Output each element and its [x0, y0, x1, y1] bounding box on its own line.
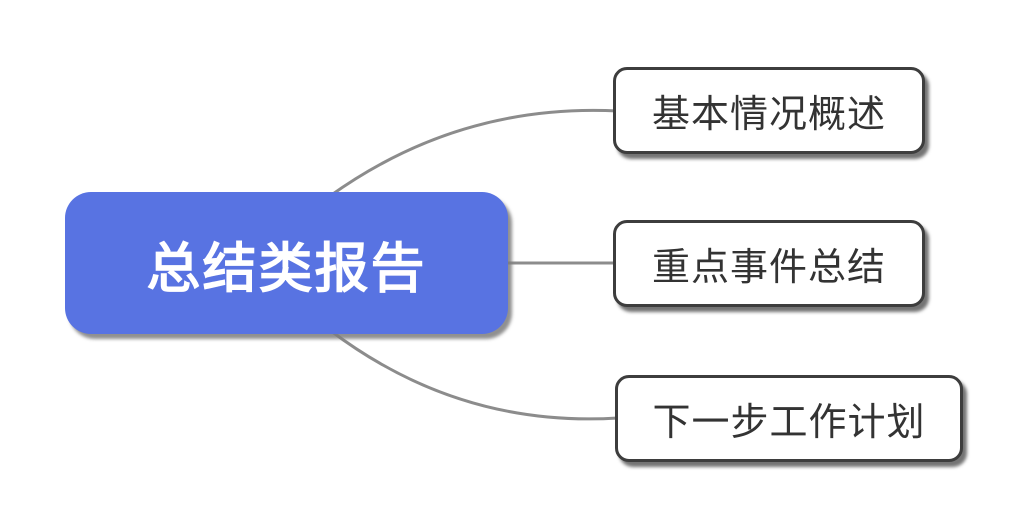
child-node-next-step-plan[interactable]: 下一步工作计划 — [615, 375, 963, 462]
connector-line-top — [328, 108, 620, 198]
connector-line-bottom — [329, 329, 620, 421]
child-node-label: 基本情况概述 — [651, 94, 886, 136]
child-node-basic-overview[interactable]: 基本情况概述 — [613, 67, 925, 154]
child-node-key-events-summary[interactable]: 重点事件总结 — [613, 220, 925, 307]
root-node-summary-report[interactable]: 总结类报告 — [65, 192, 508, 334]
child-node-label: 下一步工作计划 — [652, 402, 926, 444]
root-node-label: 总结类报告 — [146, 238, 427, 299]
child-node-label: 重点事件总结 — [651, 247, 886, 289]
